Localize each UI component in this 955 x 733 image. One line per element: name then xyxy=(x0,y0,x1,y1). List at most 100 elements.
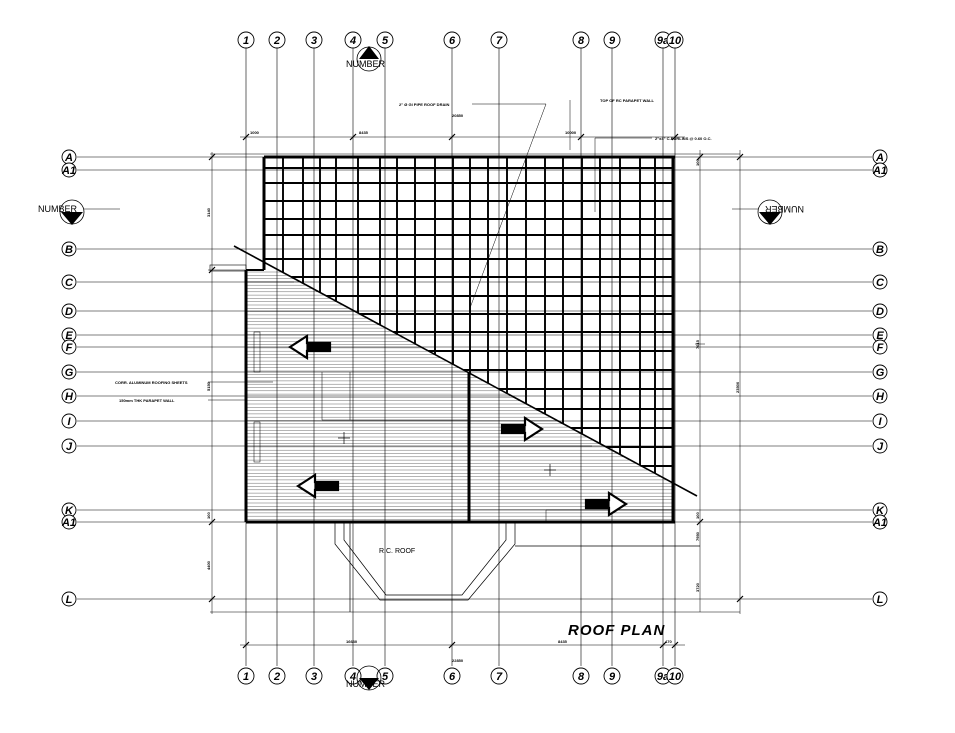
dim-top-1: 1000 xyxy=(250,130,260,135)
column-bubble-3: 3 xyxy=(305,667,323,685)
column-label: 6 xyxy=(449,35,456,47)
slope-arrows xyxy=(287,333,629,518)
column-bubble-7: 7 xyxy=(490,31,508,49)
row-bubble-A1: A1 xyxy=(872,514,888,530)
column-bubble-4: 4 xyxy=(344,31,362,49)
dim-left-4: 4400 xyxy=(206,560,211,570)
row-bubble-D: D xyxy=(61,303,77,319)
row-bubble-J: J xyxy=(61,438,77,454)
column-label: 2 xyxy=(273,671,280,683)
dim-right-2: 7615 xyxy=(695,339,700,349)
plus-marks xyxy=(338,432,556,476)
column-bubble-8: 8 xyxy=(572,667,590,685)
column-label: 3 xyxy=(311,35,317,47)
column-bubble-6: 6 xyxy=(443,667,461,685)
dim-right-4: 100 xyxy=(695,512,700,519)
row-label: I xyxy=(67,416,71,428)
row-bubble-D: D xyxy=(872,303,888,319)
dimension-lines xyxy=(208,136,741,646)
rc-roof-outline xyxy=(334,522,700,612)
column-bubble-9a: 9a xyxy=(654,667,672,685)
row-bubble-G: G xyxy=(872,364,888,380)
section-marker-bottom: NUMBER xyxy=(346,665,386,691)
row-bubble-C: C xyxy=(872,274,888,290)
row-label: B xyxy=(65,244,73,256)
row-label: J xyxy=(66,441,73,453)
note-parapet-left: 150mm THK PARAPET WALL xyxy=(119,398,175,403)
row-label: A xyxy=(875,152,884,164)
row-label: A xyxy=(64,152,73,164)
row-label: C xyxy=(65,277,74,289)
column-bubble-9: 9 xyxy=(603,31,621,49)
note-gi-pipe: 2" Ø GI PIPE ROOF DRAIN xyxy=(399,102,449,107)
column-bubble-8: 8 xyxy=(572,31,590,49)
row-label: A1 xyxy=(61,517,76,529)
column-bubble-2: 2 xyxy=(268,31,286,49)
purlin-grid xyxy=(264,157,673,474)
row-label: H xyxy=(65,391,74,403)
column-bubble-2: 2 xyxy=(268,667,286,685)
dim-top-overall: 20850 xyxy=(452,113,464,118)
dim-left-1: 3140 xyxy=(206,207,211,217)
grid-lines xyxy=(77,47,872,666)
column-bubble-9a: 9a xyxy=(654,31,672,49)
row-bubble-G: G xyxy=(61,364,77,380)
dim-bottom-3: 470 xyxy=(665,639,672,644)
row-label: F xyxy=(66,342,73,354)
row-bubble-H: H xyxy=(872,388,888,404)
row-label: F xyxy=(877,342,884,354)
column-label: 9a xyxy=(657,671,669,683)
row-label: B xyxy=(876,244,884,256)
dim-bottom-1: 16630 xyxy=(346,639,358,644)
row-bubble-C: C xyxy=(61,274,77,290)
note-parapet-top: TOP OF RC PARAPET WALL xyxy=(600,98,655,103)
slope-arrow-2 xyxy=(295,472,340,500)
row-bubble-L: L xyxy=(61,591,77,607)
column-label: 10 xyxy=(669,35,682,47)
row-bubble-A: A xyxy=(872,149,888,165)
column-bubble-10: 10 xyxy=(666,667,684,685)
slope-arrow-4 xyxy=(584,490,629,518)
column-bubble-1: 1 xyxy=(237,667,255,685)
column-bubble-9: 9 xyxy=(603,667,621,685)
row-label: A1 xyxy=(61,165,76,177)
row-label: E xyxy=(876,330,884,342)
section-cut-line xyxy=(233,245,698,497)
slope-arrow-1 xyxy=(287,333,332,361)
column-label: 7 xyxy=(496,671,503,683)
row-bubble-B: B xyxy=(61,241,77,257)
dim-bottom-2: 8435 xyxy=(558,639,568,644)
row-bubble-F: F xyxy=(61,339,77,355)
column-label: 9 xyxy=(609,35,616,47)
row-label: E xyxy=(65,330,73,342)
dim-right-3: 23500 xyxy=(735,381,740,393)
leader-lines xyxy=(208,100,652,401)
section-marker-label: NUMBER xyxy=(38,204,78,214)
dimension-ticks xyxy=(208,133,744,649)
section-marker-left: NUMBER xyxy=(38,199,120,225)
dim-bottom-overall: 22850 xyxy=(452,658,464,663)
column-label: 7 xyxy=(496,35,503,47)
note-purlins: 2"x4" C-PURLINS @ 0.60 O.C. xyxy=(655,136,712,141)
column-label: 5 xyxy=(382,671,389,683)
row-label: K xyxy=(876,505,885,517)
dim-left-3: 100 xyxy=(206,512,211,519)
column-label: 6 xyxy=(449,671,456,683)
row-bubble-A1: A1 xyxy=(61,514,77,530)
column-label: 8 xyxy=(578,671,585,683)
column-label: 9 xyxy=(609,671,616,683)
row-label: H xyxy=(876,391,885,403)
row-bubble-A: A xyxy=(61,149,77,165)
row-bubble-J: J xyxy=(872,438,888,454)
section-marker-label: NUMBER xyxy=(346,679,386,689)
row-label: L xyxy=(877,594,884,606)
row-label: D xyxy=(65,306,73,318)
column-label: 5 xyxy=(382,35,389,47)
row-label: I xyxy=(878,416,882,428)
column-bubble-5: 5 xyxy=(376,31,394,49)
building-outline xyxy=(209,155,675,524)
